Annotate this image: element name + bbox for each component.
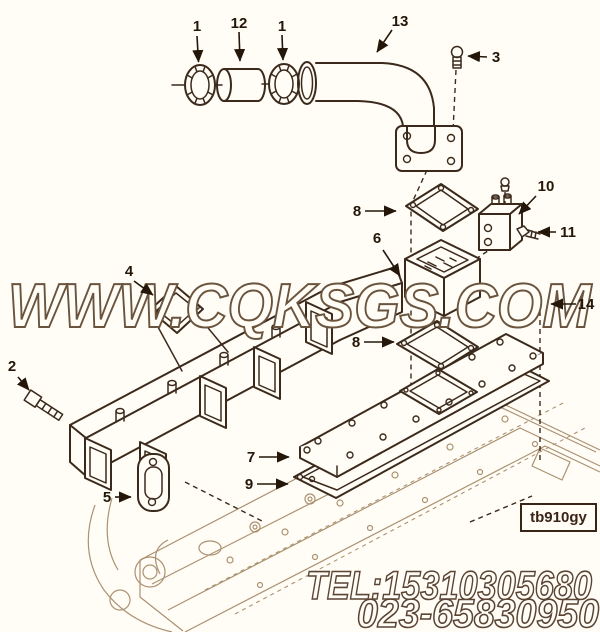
callout-5-manifold-gasket: 5 <box>103 489 132 506</box>
manifold-port <box>84 437 112 491</box>
front-gear-housing-phantom <box>87 447 571 632</box>
callout-label: 12 <box>231 15 248 32</box>
manifold-gasket <box>137 453 170 512</box>
callout-13-elbow: 13 <box>376 13 409 53</box>
callout-label: 8 <box>353 203 361 220</box>
callout-label: 11 <box>560 224 576 241</box>
callout-label: 3 <box>492 49 500 66</box>
elbow-mounting-bolt <box>450 45 464 69</box>
callout-label: 1 <box>278 18 286 35</box>
callout-label: 1 <box>193 18 201 35</box>
callout-arrow <box>382 249 401 277</box>
callout-label: 2 <box>8 358 16 375</box>
callout-label: 10 <box>538 178 555 195</box>
callout-arrow <box>518 195 537 215</box>
callout-1-front-clamp: 1 <box>192 18 204 63</box>
callout-7-cover-plate: 7 <box>247 449 290 466</box>
callout-label: 8 <box>352 334 360 351</box>
callout-arrow <box>276 34 289 61</box>
hose-clamp-rear <box>268 63 300 105</box>
callout-10-solenoid: 10 <box>518 178 555 215</box>
hose-clamp-front <box>184 64 216 106</box>
adapter-gasket-lower <box>396 320 479 371</box>
callout-label: 9 <box>245 476 253 493</box>
plate-code-border <box>520 503 597 532</box>
pipe-bead-ring <box>297 61 317 105</box>
callout-3-bolt: 3 <box>467 49 500 66</box>
manifold-inlet-flange <box>149 285 229 372</box>
callout-4-manifold: 4 <box>125 263 154 296</box>
manifold-bolt <box>23 389 64 421</box>
tel-line-2: 023-65830950 <box>357 592 599 632</box>
callout-arrow <box>192 35 204 63</box>
callout-arrow <box>233 31 246 62</box>
plate-code-text: tb910gy <box>530 509 587 526</box>
callout-12-hose: 12 <box>231 15 248 62</box>
callout-8-lower-gasket: 8 <box>352 334 395 351</box>
adapter-gasket-upper <box>405 183 479 232</box>
callout-label: 6 <box>373 230 381 247</box>
hose <box>216 68 266 102</box>
callout-label: 14 <box>578 296 595 313</box>
cover-plate-port <box>399 368 478 415</box>
callout-8-upper-gasket: 8 <box>353 203 397 220</box>
solenoid-bolt <box>516 225 541 240</box>
manifold-port <box>253 346 281 400</box>
callout-14-cover-assembly: 14 <box>550 296 595 313</box>
callout-label: 4 <box>125 263 134 280</box>
callout-label: 7 <box>247 449 255 466</box>
hose-assembly <box>171 45 464 172</box>
tel-line-1: TEL:15310305680 <box>306 564 592 608</box>
callout-2-bolt: 2 <box>8 358 30 391</box>
adapter-interior-hatch <box>424 256 457 270</box>
air-transfer-elbow <box>315 62 463 172</box>
callout-arrow <box>376 29 393 53</box>
callout-arrow <box>16 376 30 391</box>
solenoid-valve <box>478 177 523 251</box>
nut <box>500 177 510 187</box>
callouts: 1 12 1 13 3 8 10 11 <box>8 13 595 506</box>
callout-6-adapter: 6 <box>373 230 401 277</box>
watermark-text: WWW.CQKSGS.COM <box>8 272 592 341</box>
plate-code-box: tb910gy <box>520 503 597 532</box>
callout-1-rear-clamp: 1 <box>276 18 289 61</box>
air-intake-adapter <box>404 239 481 317</box>
manifold-port <box>199 375 227 429</box>
callout-11-bolt: 11 <box>537 224 576 241</box>
callout-9-plate-gasket: 9 <box>245 476 289 493</box>
callout-label: 13 <box>392 13 409 30</box>
callout-label: 5 <box>103 489 111 506</box>
phone-watermark: TEL:15310305680 023-65830950 <box>305 563 600 632</box>
callout-arrow <box>467 51 488 63</box>
intake-cover-plate <box>299 333 544 478</box>
cover-plate-bolt-holes <box>303 338 537 459</box>
callout-arrow <box>133 280 154 296</box>
